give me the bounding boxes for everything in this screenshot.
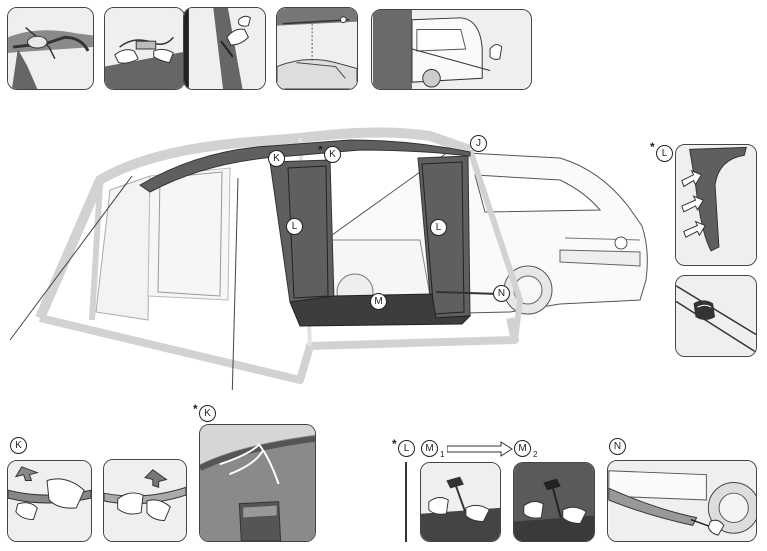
k-detail-illustration	[200, 425, 315, 541]
callout-l-right-star: *	[650, 140, 655, 154]
van-outline	[324, 151, 648, 317]
guy-rope-front	[231, 177, 239, 390]
m2-peg-illustration	[514, 463, 594, 541]
k-connect-illustration	[8, 461, 91, 541]
van-guy-rope-illustration	[372, 10, 531, 89]
guy-rope-left	[9, 175, 133, 341]
callout-k-star: *	[318, 143, 323, 157]
callout-l-right-panel: L	[656, 145, 673, 162]
callout-l-left: L	[286, 218, 303, 235]
divider-line	[405, 462, 407, 542]
callout-n: N	[493, 285, 510, 302]
callout-l-bottom: L	[398, 440, 415, 457]
callout-k-detail: K	[199, 405, 216, 422]
step-panel-pull-strap	[183, 7, 266, 90]
step-panel-rail-slide	[7, 7, 94, 90]
roof-band	[139, 139, 471, 193]
step-panel-k-connect	[7, 460, 92, 542]
valve-illustration	[676, 276, 756, 356]
step-panel-k-detail	[199, 424, 316, 542]
callout-l-right: L	[430, 219, 447, 236]
callout-n-bottom: N	[609, 438, 626, 455]
step-panel-attach-connector	[104, 7, 185, 90]
callout-m2: M	[514, 440, 531, 457]
callout-k-bottom: K	[10, 437, 27, 454]
door-section	[269, 155, 471, 319]
n-sill-illustration	[608, 461, 756, 541]
main-awning-illustration	[9, 127, 648, 390]
callout-k-left: K	[268, 150, 285, 167]
callout-k-right: K	[324, 146, 341, 163]
callout-l-bottom-star: *	[392, 437, 397, 451]
callout-m2-subscript: 2	[533, 450, 538, 459]
step-panel-van-guy-rope	[371, 9, 532, 90]
callout-k-detail-star: *	[193, 402, 198, 416]
rail-slide-illustration	[8, 8, 93, 89]
floor-mat	[289, 293, 472, 327]
step-panel-m2-peg	[513, 462, 595, 542]
step-panel-inflate-beam	[675, 144, 757, 266]
m1-peg-illustration	[421, 463, 500, 541]
sill-strap	[435, 291, 501, 295]
callout-m1: M	[421, 440, 438, 457]
step-panel-n-sill	[607, 460, 757, 542]
rail-connection-illustration	[277, 8, 357, 89]
inflate-beam-illustration	[676, 145, 756, 265]
pull-strap-illustration	[184, 8, 265, 89]
step-panel-k-slide	[103, 459, 187, 542]
attach-connector-illustration	[105, 8, 184, 89]
callout-m1-subscript: 1	[440, 450, 445, 459]
callout-j: J	[470, 135, 487, 152]
step-panel-rail-connection	[276, 7, 358, 90]
step-panel-m1-peg	[420, 462, 501, 542]
arrow-m1-to-m2	[447, 441, 513, 457]
k-slide-illustration	[104, 460, 186, 541]
callout-m: M	[370, 293, 387, 310]
step-panel-valve	[675, 275, 757, 357]
